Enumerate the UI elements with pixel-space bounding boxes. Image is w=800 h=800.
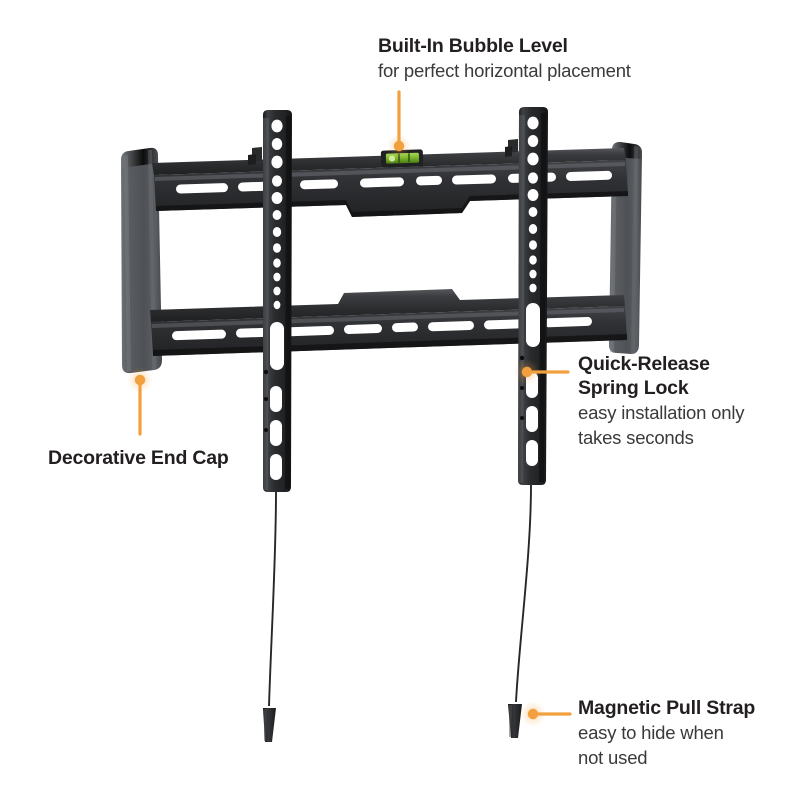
callout-bubble-level-title: Built-In Bubble Level <box>378 35 568 57</box>
callout-pull-strap-subtitle-line2: not used <box>578 747 648 768</box>
callout-end-cap-title: Decorative End Cap <box>48 447 229 469</box>
callout-spring-lock-title-line1: Quick-Release <box>578 353 710 375</box>
callout-marker-pull-strap <box>520 701 572 727</box>
callout-marker-spring-lock <box>514 359 570 385</box>
callout-spring-lock: Quick-Release Spring Lock easy installat… <box>578 352 796 450</box>
callout-pull-strap-title: Magnetic Pull Strap <box>578 697 756 719</box>
callout-pull-strap: Magnetic Pull Strap easy to hide when no… <box>578 696 796 770</box>
callout-spring-lock-title-line2: Spring Lock <box>578 377 689 399</box>
callout-spring-lock-subtitle-line1: easy installation only <box>578 402 745 423</box>
lower-wall-rail <box>150 289 627 356</box>
callout-spring-lock-subtitle-line2: takes seconds <box>578 427 694 448</box>
callout-bubble-level: Built-In Bubble Level for perfect horizo… <box>378 34 738 83</box>
callout-marker-end-cap <box>127 367 153 436</box>
magnetic-pull-strap-right <box>508 484 532 738</box>
callout-marker-bubble-level <box>387 90 411 158</box>
vertical-mounting-arm-right <box>505 107 548 485</box>
callout-bubble-level-subtitle: for perfect horizontal placement <box>378 60 631 81</box>
callout-end-cap: Decorative End Cap <box>48 446 308 471</box>
magnetic-pull-strap-left <box>263 491 277 742</box>
callout-pull-strap-subtitle-line1: easy to hide when <box>578 722 724 743</box>
vertical-mounting-arm-left <box>248 110 292 492</box>
